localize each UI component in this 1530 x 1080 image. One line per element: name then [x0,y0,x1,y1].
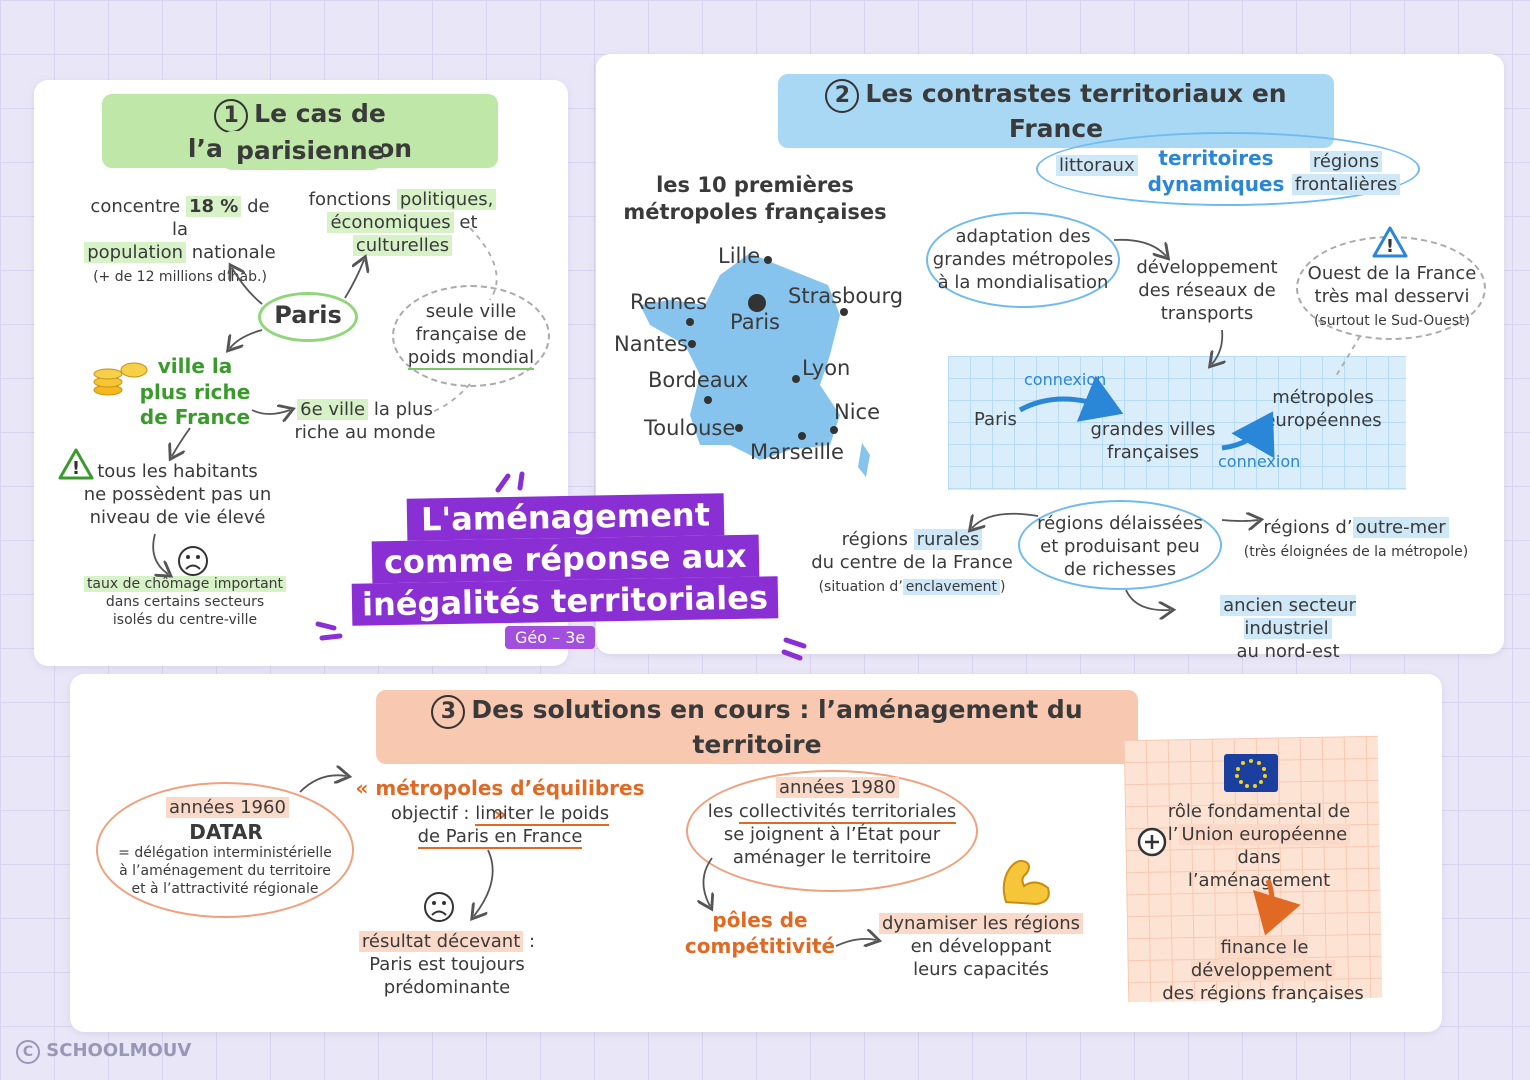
city-paris: Paris [730,310,780,334]
rurales-text: régions rurales du centre de la France (… [810,528,1014,597]
collectivites-text: les collectivités territorialesse joigne… [692,800,972,869]
regions-frontalieres: régionsfrontalières [1290,150,1402,196]
main-title-line1: L'aménagement [406,493,724,541]
city-strasbourg: Strasbourg [788,284,903,308]
sad-face-icon-2 [422,890,456,928]
section3-title: 3Des solutions en cours : l’aménagement … [376,690,1138,764]
section3-number: 3 [431,695,465,729]
dot-strasbourg [840,308,848,316]
city-nantes: Nantes [614,332,688,356]
schoolmouv-logo: C SCHOOLMOUV [16,1040,191,1064]
eu-flag-icon [1222,752,1280,798]
dot-marseille [798,432,806,440]
svg-text:!: ! [1386,236,1394,257]
delaissees-text: régions délaisséeset produisant peude ri… [1018,512,1222,581]
dot-rennes [686,318,694,326]
ue-role-text: rôle fondamental del’Union européennedan… [1164,800,1354,892]
main-title-line2: comme réponse aux [371,535,758,584]
paris-label: Paris [258,300,358,331]
objectif-text: objectif : limiter le poidsde Paris en F… [378,802,622,848]
city-marseille: Marseille [750,440,844,464]
metropoles-europeennes-text: métropoleseuropéennes [1262,386,1384,432]
section1-number: 1 [214,99,248,133]
territoires-dynamiques: territoiresdynamiques [1146,146,1286,197]
city-rennes: Rennes [630,290,707,314]
industriel-text: ancien secteur industrielau nord-est [1174,594,1402,663]
dot-nice [830,426,838,434]
plus-riche-text: ville laplus richede France [130,354,260,431]
chomage-text: taux de chômage importantdans certains s… [80,576,290,630]
section2-number: 2 [825,79,859,113]
adaptation-text: adaptation desgrandes métropolesà la mon… [926,225,1120,294]
ouest-text: Ouest de la Francetrès mal desservi(surt… [1300,262,1484,331]
geo-tag: Géo – 3e [505,626,595,649]
dot-lyon [792,375,800,383]
city-toulouse: Toulouse [644,416,735,440]
connexion-label-1: connexion [1024,370,1106,390]
section1-title-line2: parisienne [222,131,382,170]
copyright-icon: C [16,1040,40,1064]
muscle-icon [996,852,1056,912]
city-lille: Lille [718,244,760,268]
datar-definition: = délégation interministérielleà l’aména… [104,845,346,899]
city-lyon: Lyon [802,356,850,380]
resultat-text: résultat décevant :Paris est toujourspré… [352,930,542,999]
city-bordeaux: Bordeaux [648,368,748,392]
dynamiser-text: dynamiser les régionsen développantleurs… [878,912,1084,981]
sixieme-ville-text: 6e ville la plusriche au monde [290,398,440,444]
main-title: L'aménagement comme réponse aux inégalit… [340,496,790,622]
seule-ville-text: seule villefrançaise depoids mondial [392,300,550,369]
warning-icon-ouest: ! [1372,226,1408,262]
map-title: les 10 premièresmétropoles françaises [610,172,900,226]
annees-1960: années 1960 [166,796,289,819]
city-nice: Nice [834,400,880,424]
concentre-text: concentre 18 % de la population national… [80,195,280,287]
dot-bordeaux [704,396,712,404]
dot-toulouse [735,424,743,432]
fonctions-text: fonctions politiques, économiques et cul… [305,188,500,257]
dot-lille [764,256,772,264]
outre-mer-text: régions d’outre-mer(très éloignées de la… [1236,516,1476,562]
poles-competitivite: pôles decompétitivité [680,908,840,959]
annees-1980: années 1980 [776,776,899,799]
connexion-label-2: connexion [1218,452,1300,472]
svg-text:!: ! [72,458,80,479]
finance-text: finance le développementdes régions fran… [1146,936,1380,1005]
main-title-line3: inégalités territoriales [352,576,779,625]
grandes-villes-text: grandes villesfrançaises [1090,418,1216,464]
habitants-text: tous les habitantsne possèdent pas unniv… [80,460,275,529]
developpement-text: développementdes réseaux detransports [1136,256,1278,325]
connexion-paris: Paris [974,408,1017,431]
datar-label: DATAR [176,820,276,846]
dot-nantes [688,340,696,348]
littoraux: littoraux [1056,154,1138,177]
